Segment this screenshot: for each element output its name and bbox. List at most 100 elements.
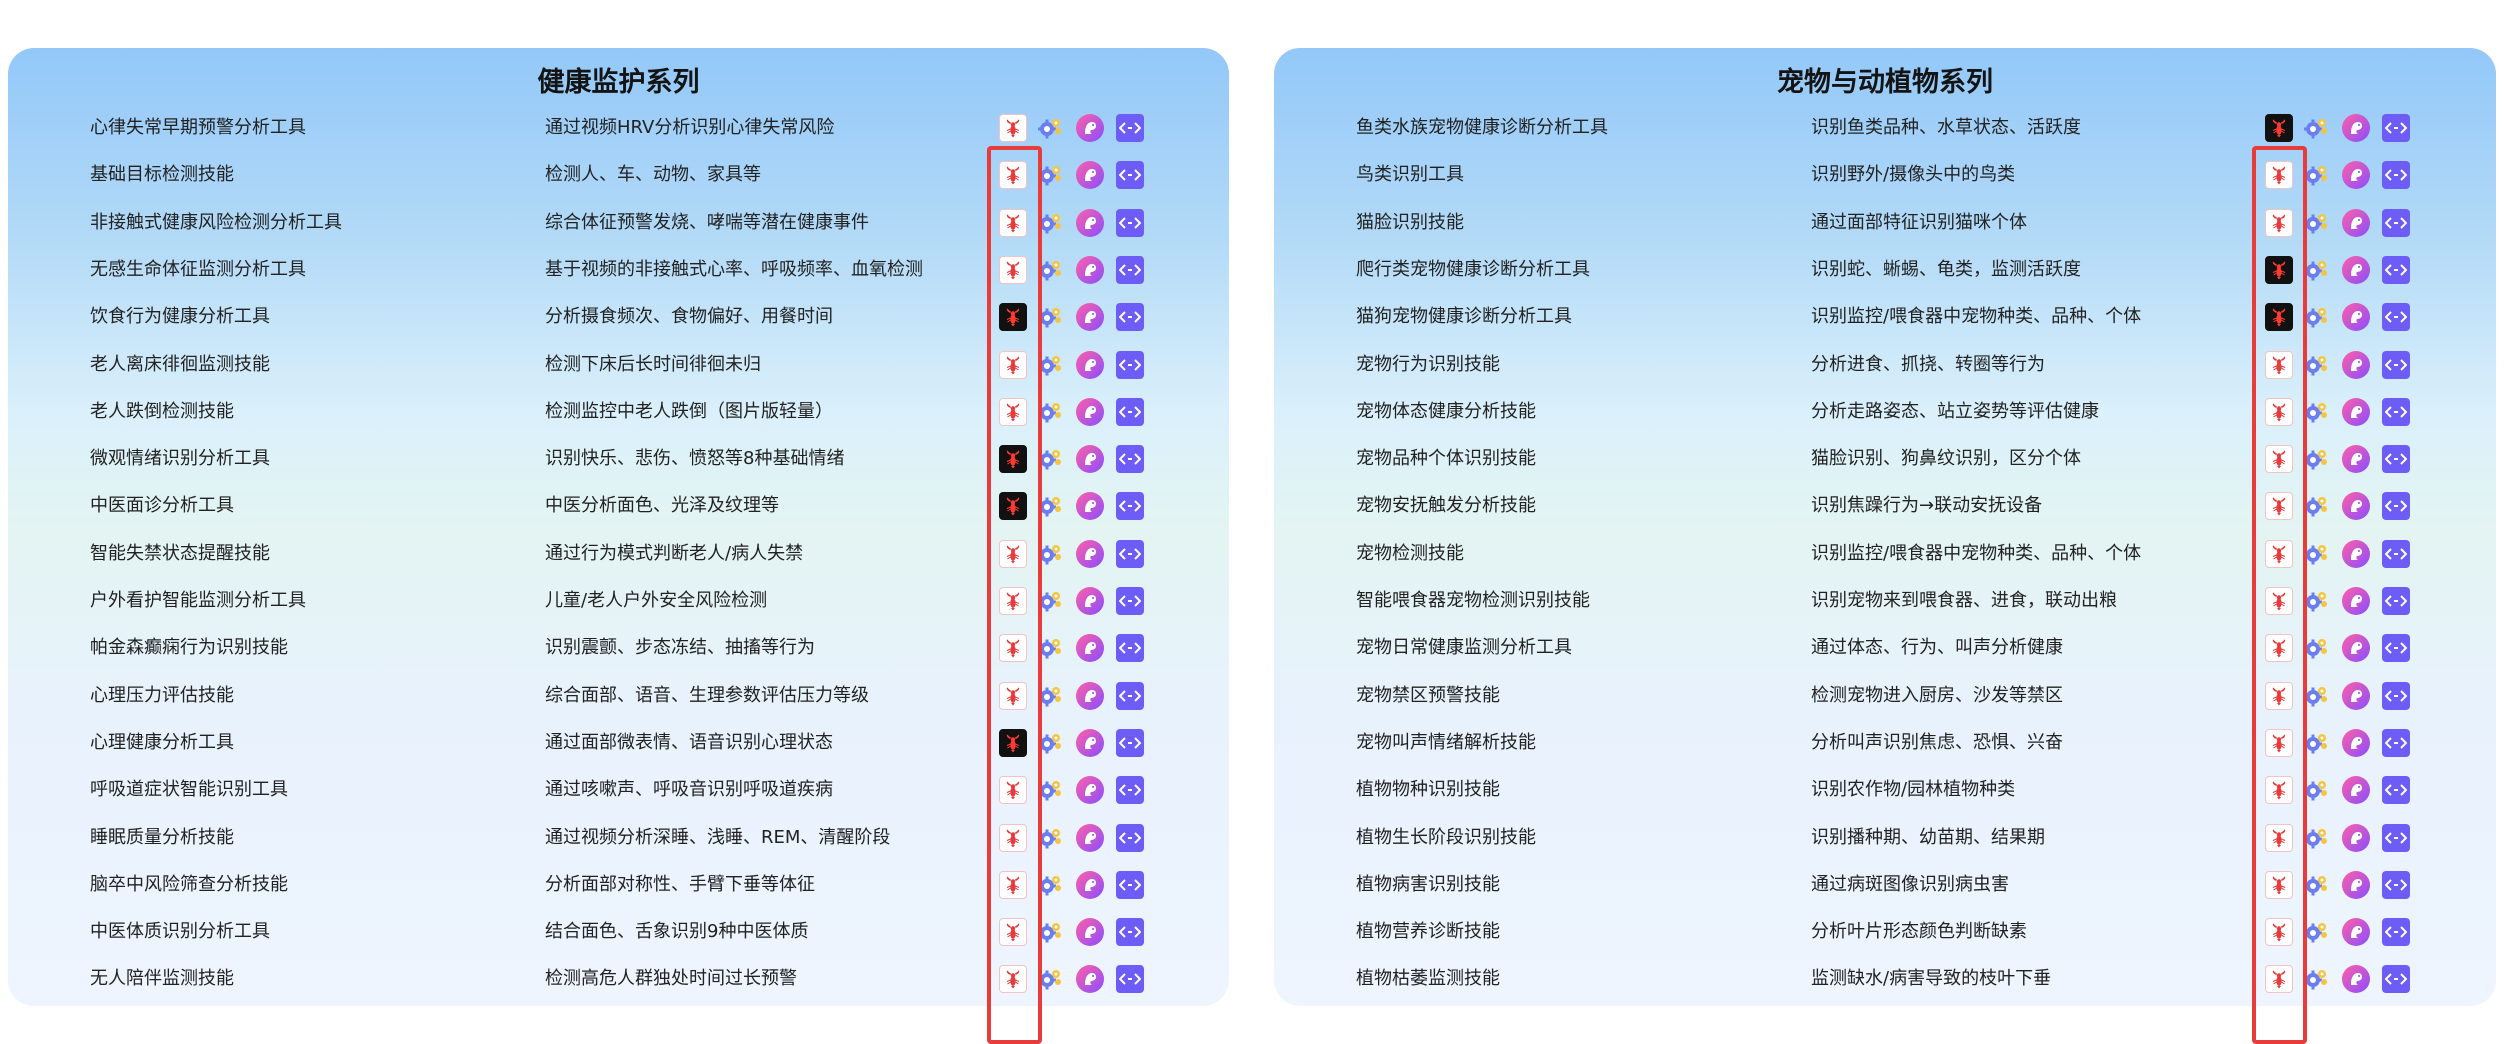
lobster-icon[interactable] <box>2265 728 2293 757</box>
gear-flower-icon[interactable] <box>1036 114 1064 142</box>
bird-icon[interactable] <box>1076 255 1104 284</box>
code-icon[interactable] <box>1116 634 1144 663</box>
bird-icon[interactable] <box>2342 114 2370 142</box>
lobster-icon[interactable] <box>999 965 1027 994</box>
gear-flower-icon[interactable] <box>1036 634 1064 662</box>
code-icon[interactable] <box>1116 350 1144 379</box>
gear-flower-icon[interactable] <box>1036 918 1064 946</box>
bird-icon[interactable] <box>1076 303 1104 332</box>
code-icon[interactable] <box>1116 161 1144 190</box>
lobster-icon[interactable] <box>2265 918 2293 947</box>
code-icon[interactable] <box>1116 587 1144 615</box>
code-icon[interactable] <box>1116 303 1144 332</box>
gear-flower-icon[interactable] <box>2302 209 2330 237</box>
lobster-icon[interactable] <box>2265 397 2293 426</box>
bird-icon[interactable] <box>2342 539 2370 568</box>
lobster-icon[interactable] <box>999 208 1027 237</box>
bird-icon[interactable] <box>2342 492 2370 521</box>
lobster-icon[interactable] <box>2265 870 2293 899</box>
bird-icon[interactable] <box>1076 539 1104 568</box>
bird-icon[interactable] <box>2342 161 2370 190</box>
gear-flower-icon[interactable] <box>2302 965 2330 993</box>
gear-flower-icon[interactable] <box>1036 351 1064 379</box>
bird-icon[interactable] <box>2342 587 2370 615</box>
bird-icon[interactable] <box>2342 870 2370 899</box>
bird-icon[interactable] <box>2342 350 2370 379</box>
lobster-icon[interactable] <box>999 587 1027 615</box>
bird-icon[interactable] <box>1076 587 1104 615</box>
code-icon[interactable] <box>1116 776 1144 805</box>
lobster-icon[interactable] <box>2265 445 2293 474</box>
lobster-icon[interactable] <box>999 303 1027 332</box>
bird-icon[interactable] <box>2342 776 2370 805</box>
gear-flower-icon[interactable] <box>2302 587 2330 615</box>
bird-icon[interactable] <box>1076 776 1104 805</box>
lobster-icon[interactable] <box>2265 965 2293 994</box>
gear-flower-icon[interactable] <box>1036 161 1064 189</box>
lobster-icon[interactable] <box>2265 208 2293 237</box>
code-icon[interactable] <box>1116 255 1144 284</box>
gear-flower-icon[interactable] <box>2302 682 2330 710</box>
bird-icon[interactable] <box>2342 303 2370 332</box>
code-icon[interactable] <box>1116 965 1144 994</box>
gear-flower-icon[interactable] <box>2302 114 2330 142</box>
gear-flower-icon[interactable] <box>1036 776 1064 804</box>
gear-flower-icon[interactable] <box>2302 540 2330 568</box>
lobster-icon[interactable] <box>2265 681 2293 710</box>
lobster-icon[interactable] <box>999 492 1027 521</box>
gear-flower-icon[interactable] <box>1036 398 1064 426</box>
bird-icon[interactable] <box>1076 445 1104 474</box>
bird-icon[interactable] <box>1076 397 1104 426</box>
code-icon[interactable] <box>1116 445 1144 474</box>
gear-flower-icon[interactable] <box>2302 445 2330 473</box>
code-icon[interactable] <box>2382 161 2410 190</box>
gear-flower-icon[interactable] <box>1036 303 1064 331</box>
code-icon[interactable] <box>2382 397 2410 426</box>
bird-icon[interactable] <box>2342 634 2370 663</box>
bird-icon[interactable] <box>1076 161 1104 190</box>
gear-flower-icon[interactable] <box>2302 634 2330 662</box>
gear-flower-icon[interactable] <box>2302 303 2330 331</box>
gear-flower-icon[interactable] <box>2302 871 2330 899</box>
lobster-icon[interactable] <box>999 445 1027 474</box>
code-icon[interactable] <box>2382 114 2410 142</box>
code-icon[interactable] <box>2382 587 2410 615</box>
gear-flower-icon[interactable] <box>1036 256 1064 284</box>
bird-icon[interactable] <box>1076 728 1104 757</box>
lobster-icon[interactable] <box>2265 587 2293 615</box>
gear-flower-icon[interactable] <box>1036 871 1064 899</box>
lobster-icon[interactable] <box>999 255 1027 284</box>
code-icon[interactable] <box>1116 492 1144 521</box>
lobster-icon[interactable] <box>999 161 1027 190</box>
bird-icon[interactable] <box>2342 965 2370 994</box>
code-icon[interactable] <box>2382 681 2410 710</box>
bird-icon[interactable] <box>2342 823 2370 852</box>
lobster-icon[interactable] <box>999 870 1027 899</box>
gear-flower-icon[interactable] <box>2302 351 2330 379</box>
code-icon[interactable] <box>2382 918 2410 947</box>
lobster-icon[interactable] <box>2265 255 2293 284</box>
code-icon[interactable] <box>1116 208 1144 237</box>
code-icon[interactable] <box>2382 823 2410 852</box>
code-icon[interactable] <box>1116 870 1144 899</box>
bird-icon[interactable] <box>2342 445 2370 474</box>
gear-flower-icon[interactable] <box>2302 492 2330 520</box>
bird-icon[interactable] <box>1076 492 1104 521</box>
bird-icon[interactable] <box>2342 255 2370 284</box>
bird-icon[interactable] <box>2342 728 2370 757</box>
lobster-icon[interactable] <box>999 823 1027 852</box>
lobster-icon[interactable] <box>2265 539 2293 568</box>
bird-icon[interactable] <box>2342 208 2370 237</box>
lobster-icon[interactable] <box>2265 114 2293 142</box>
code-icon[interactable] <box>2382 728 2410 757</box>
lobster-icon[interactable] <box>999 114 1027 142</box>
lobster-icon[interactable] <box>999 350 1027 379</box>
lobster-icon[interactable] <box>2265 776 2293 805</box>
lobster-icon[interactable] <box>999 776 1027 805</box>
lobster-icon[interactable] <box>2265 634 2293 663</box>
gear-flower-icon[interactable] <box>2302 776 2330 804</box>
bird-icon[interactable] <box>1076 918 1104 947</box>
code-icon[interactable] <box>1116 114 1144 142</box>
lobster-icon[interactable] <box>2265 303 2293 332</box>
code-icon[interactable] <box>2382 634 2410 663</box>
